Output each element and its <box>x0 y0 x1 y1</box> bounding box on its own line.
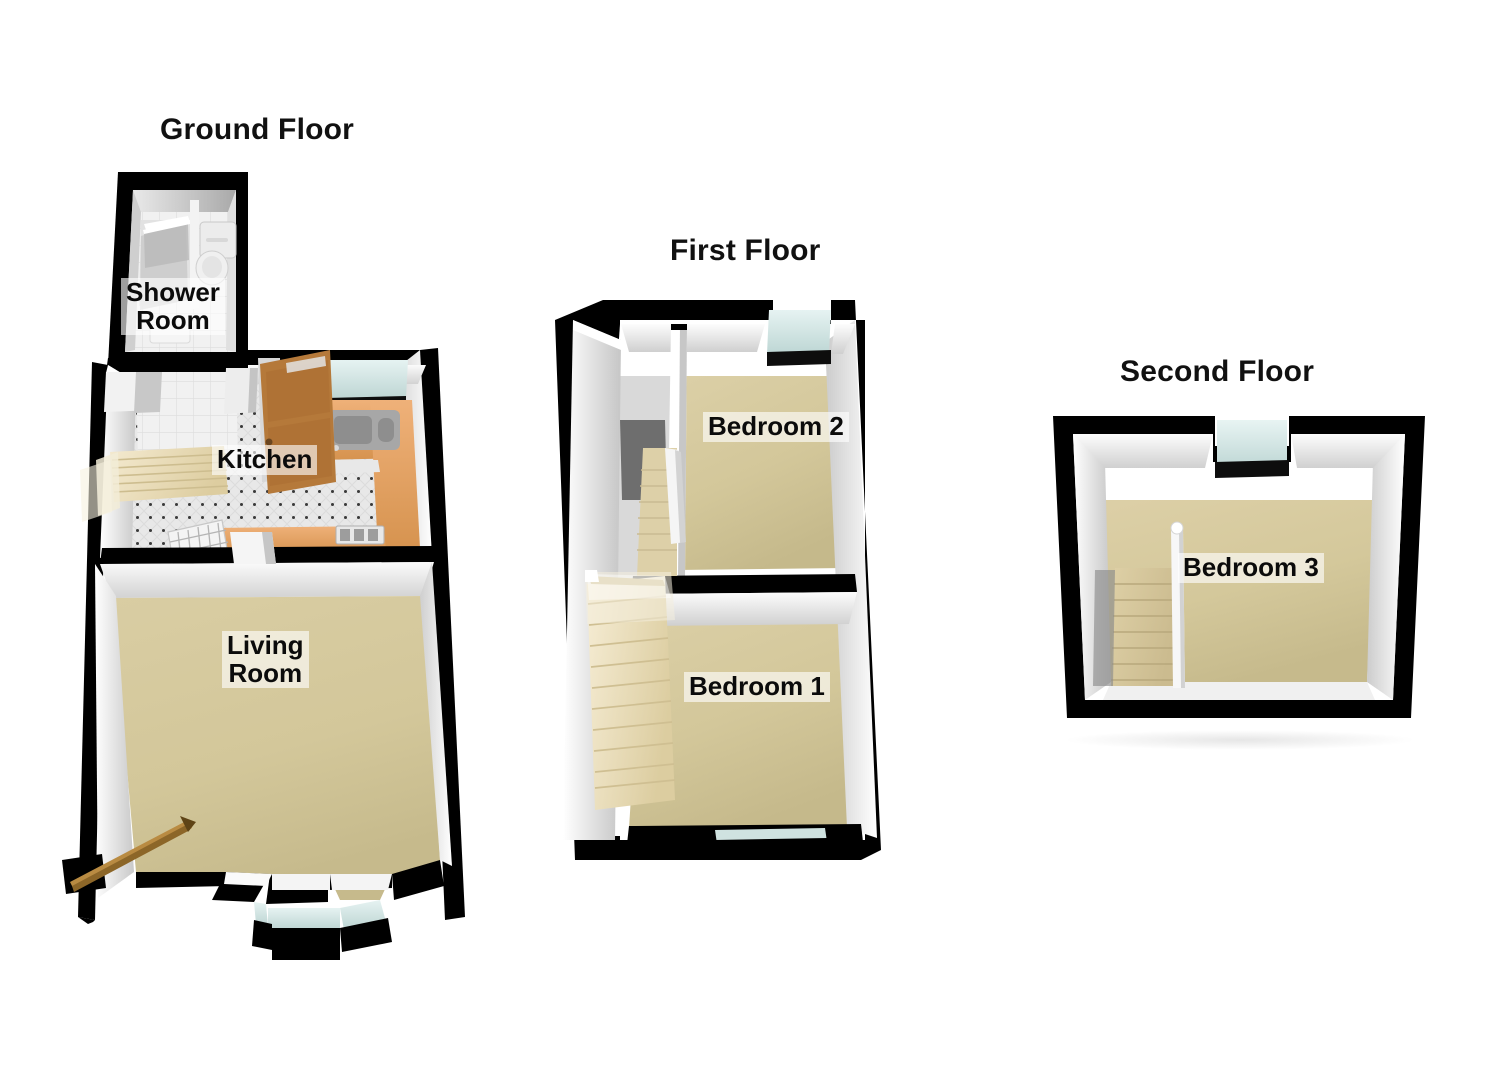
first-floor-drawing <box>555 300 881 860</box>
first-floor-structure <box>563 310 877 854</box>
second-floor-structure <box>1053 416 1425 718</box>
ground-floor-drawing <box>62 172 465 960</box>
living-room-group <box>62 562 452 960</box>
first-floor-staircase <box>637 448 686 576</box>
floor-title-second: Second Floor <box>1120 355 1315 388</box>
second-floor-drawing <box>1053 416 1425 750</box>
kitchen-door <box>258 350 336 494</box>
ground-staircase <box>80 446 229 522</box>
floor-title-first: First Floor <box>670 234 821 267</box>
first-floor-main-staircase <box>585 570 676 810</box>
floor-title-ground: Ground Floor <box>160 113 355 146</box>
living-room-door <box>62 816 196 894</box>
shower-room-group <box>106 172 248 372</box>
second-floor-staircase <box>1093 521 1185 688</box>
ground-divider-wall <box>100 532 434 598</box>
